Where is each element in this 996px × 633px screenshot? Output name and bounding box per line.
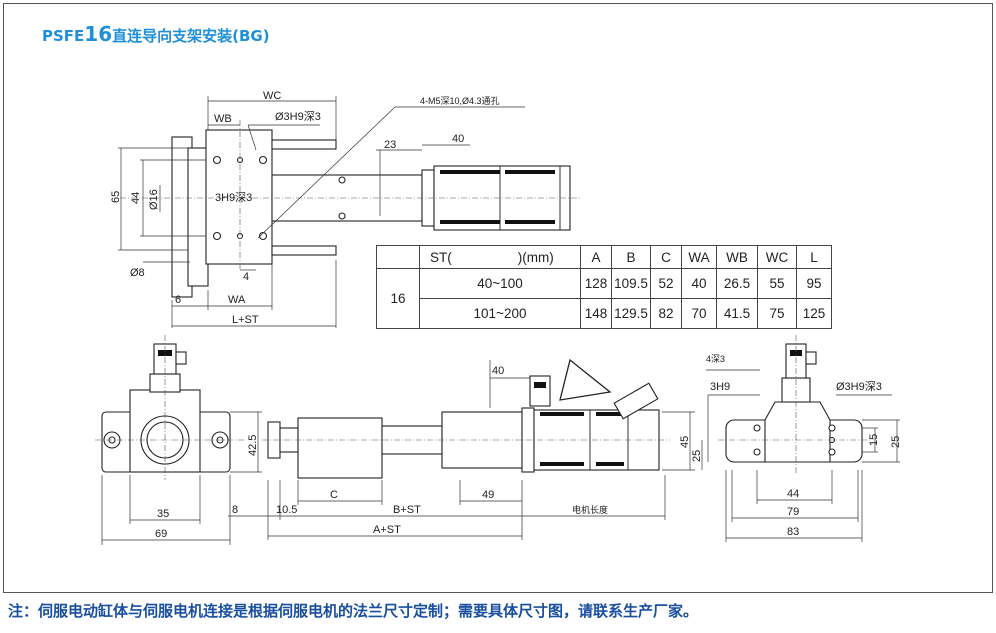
- spec-value-cell: 40: [681, 268, 717, 299]
- spec-value-cell: 125: [796, 298, 832, 329]
- label-10-5: 10.5: [276, 504, 297, 516]
- side-view: 40 45 25 C 49 8 10.5 B+ST 电机长度 A+ST: [228, 358, 703, 540]
- spec-range-cell: 40~100: [419, 268, 581, 299]
- guide-rod-lower: [271, 245, 337, 256]
- label-44-rear: 44: [787, 488, 799, 500]
- label-79: 79: [787, 506, 799, 518]
- label-4-depth: 4深3: [706, 354, 725, 364]
- spec-model-cell: 16: [376, 268, 420, 329]
- label-40-top: 40: [452, 133, 464, 145]
- end-view-left: 42.5 35 69: [95, 335, 262, 545]
- label-3h9-rear: 3H9: [710, 381, 730, 393]
- spec-value-cell: 109.5: [611, 268, 651, 299]
- spec-col-a: A: [580, 245, 612, 269]
- top-view: WC WB Ø3H9深3 4-M5深10,Ø4.3通孔 23 40 3H9深3 …: [110, 90, 580, 328]
- label-c: C: [330, 489, 338, 501]
- page-title: PSFE16直连导向支架安装(BG): [42, 22, 270, 46]
- spec-st-header: ST( )(mm): [419, 245, 581, 269]
- spec-value-cell: 55: [757, 268, 797, 299]
- label-42-5: 42.5: [247, 435, 259, 456]
- rear-housing: [764, 401, 831, 463]
- label-49: 49: [482, 489, 494, 501]
- table-row: 101~200 148 129.5 82 70 41.5 75 125: [377, 298, 832, 329]
- side-connector-cable: [559, 358, 612, 401]
- spec-value-cell: 95: [796, 268, 832, 299]
- label-40-side: 40: [492, 365, 504, 377]
- label-35: 35: [157, 508, 169, 520]
- footer-note: 注：伺服电动缸体与伺服电机连接是根据伺服电机的法兰尺寸定制；需要具体尺寸图，请联…: [8, 602, 699, 620]
- spec-col-c: C: [650, 245, 682, 269]
- label-69: 69: [155, 528, 167, 540]
- title-suffix: 直连导向支架安装(BG): [112, 27, 270, 45]
- label-3h9: 3H9深3: [215, 191, 252, 204]
- label-wc: WC: [263, 90, 281, 102]
- label-lst: L+ST: [232, 314, 259, 326]
- label-wa: WA: [228, 294, 246, 306]
- title-prefix: PSFE: [42, 27, 85, 45]
- spec-col-l: L: [796, 245, 832, 269]
- label-wb: WB: [214, 113, 232, 125]
- spec-col-b: B: [611, 245, 651, 269]
- label-44: 44: [130, 192, 142, 204]
- label-d3h9: Ø3H9深3: [275, 110, 321, 123]
- spec-header-row: ST( )(mm) A B C WA WB WC L: [376, 245, 832, 269]
- spec-value-cell: 82: [650, 298, 682, 329]
- top-flange-step: [187, 147, 209, 287]
- side-connector-b: [613, 382, 659, 420]
- spec-value-cell: 128: [580, 268, 612, 299]
- spec-value-cell: 148: [580, 298, 612, 329]
- side-connector-a: [529, 375, 551, 407]
- spec-value-cell: 41.5: [716, 298, 758, 329]
- end-view-right: 4深3 3H9 Ø3H9深3 15 25 44 79 83: [706, 335, 902, 542]
- spec-st-label: ST(: [430, 249, 452, 265]
- title-size: 16: [84, 22, 113, 46]
- spec-value-cell: 26.5: [716, 268, 758, 299]
- spec-mm-label: )(mm): [517, 249, 554, 265]
- side-guide-block: [297, 417, 383, 479]
- guide-rod-upper: [271, 139, 337, 150]
- label-23: 23: [384, 139, 396, 151]
- spec-blank-cell: [376, 245, 420, 269]
- label-83: 83: [787, 526, 799, 538]
- spec-col-wc: WC: [757, 245, 797, 269]
- label-25-side: 25: [691, 450, 703, 462]
- label-ast: A+ST: [373, 524, 401, 536]
- spec-col-wb: WB: [716, 245, 758, 269]
- label-d8: Ø8: [130, 267, 145, 279]
- table-row: 16 40~100 128 109.5 52 40 26.5 55 95: [376, 268, 832, 329]
- label-motor-length: 电机长度: [572, 504, 608, 515]
- label-m5: 4-M5深10,Ø4.3通孔: [420, 96, 500, 106]
- spec-table: ST( )(mm) A B C WA WB WC L 16 40~100 128 …: [376, 245, 832, 329]
- spec-value-cell: 70: [681, 298, 717, 329]
- spec-value-cell: 52: [650, 268, 682, 299]
- spec-col-wa: WA: [681, 245, 717, 269]
- spec-value-cell: 75: [757, 298, 797, 329]
- label-d3h9-rear: Ø3H9深3: [836, 380, 882, 393]
- label-4: 4: [243, 271, 249, 283]
- label-15: 15: [868, 434, 880, 446]
- spec-value-cell: 129.5: [611, 298, 651, 329]
- spec-range-cell: 101~200: [419, 298, 581, 329]
- label-45: 45: [679, 436, 691, 448]
- label-6: 6: [175, 294, 181, 306]
- label-d16: Ø16: [148, 189, 160, 210]
- label-25-rear: 25: [890, 436, 902, 448]
- label-65: 65: [110, 191, 122, 203]
- label-bst: B+ST: [393, 504, 421, 516]
- label-8: 8: [232, 504, 238, 516]
